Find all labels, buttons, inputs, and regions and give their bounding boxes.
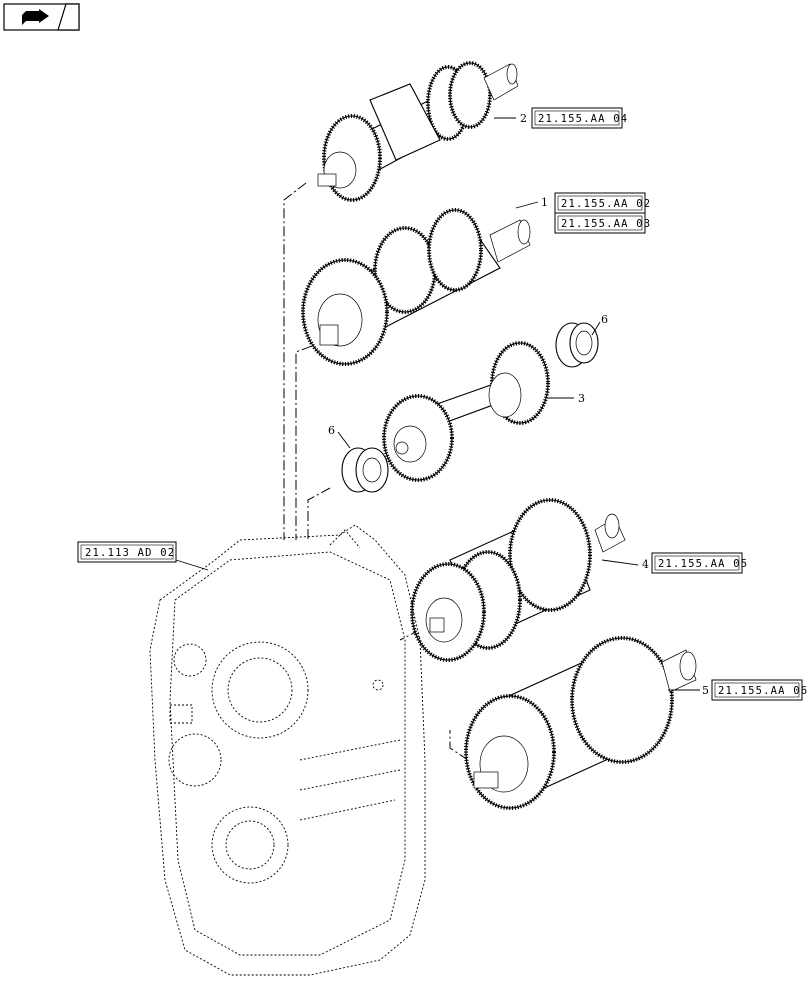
- transmission-housing: [149, 524, 426, 976]
- ref-text-shaft1a: 21.155.AA 02: [561, 198, 651, 210]
- ref-link-shaft2[interactable]: 21.155.AA 04: [531, 107, 628, 129]
- callout-2: 2: [520, 112, 527, 125]
- callout-4: 4: [642, 558, 649, 571]
- callout-3: 3: [578, 392, 585, 405]
- leader-lines: [175, 117, 700, 691]
- ref-text-shaft2: 21.155.AA 04: [538, 113, 628, 125]
- page-nav-button[interactable]: [3, 3, 80, 31]
- shaft-assembly-5: [464, 636, 697, 810]
- bearing-6-upper: [555, 322, 599, 368]
- callout-6-upper: 6: [601, 313, 608, 326]
- callout-5: 5: [702, 684, 709, 697]
- ref-link-housing[interactable]: 21.113 AD 02: [77, 541, 177, 563]
- nav-button-tab: [57, 3, 80, 31]
- bearing-6-lower: [341, 447, 389, 493]
- shaft-assembly-4: [410, 498, 626, 662]
- ref-text-housing: 21.113 AD 02: [85, 547, 175, 559]
- callout-6-lower: 6: [328, 424, 335, 437]
- shaft-assembly-2: [317, 61, 519, 202]
- ref-text-shaft5: 21.155.AA 06: [718, 685, 808, 697]
- ref-link-shaft4[interactable]: 21.155.AA 05: [651, 552, 748, 574]
- ref-text-shaft1b: 21.155.AA 03: [561, 218, 651, 230]
- shaft-assembly-3: [382, 341, 550, 482]
- ref-text-shaft4: 21.155.AA 05: [658, 558, 748, 570]
- callout-1: 1: [541, 196, 548, 209]
- callout-numbers: 2 1 6 3 6 4 5: [328, 112, 709, 697]
- ref-link-shaft1b[interactable]: 21.155.AA 03: [554, 212, 651, 234]
- page-flip-icon: [22, 9, 49, 25]
- ref-link-shaft5[interactable]: 21.155.AA 06: [711, 679, 808, 701]
- shaft-assembly-1: [301, 208, 531, 366]
- ref-link-shaft1a[interactable]: 21.155.AA 02: [554, 192, 651, 214]
